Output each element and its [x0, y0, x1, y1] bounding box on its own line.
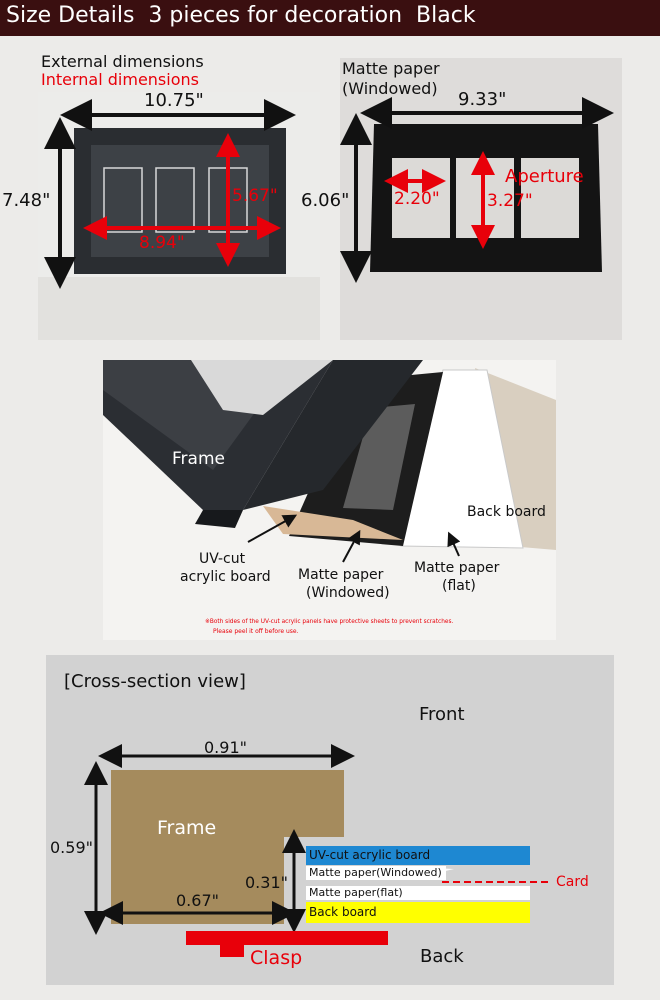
cross-section-title: [Cross-section view]: [64, 671, 246, 692]
inner-height-value: 0.31": [245, 873, 288, 892]
parts-photo: [103, 360, 556, 640]
internal-width-value: 8.94": [139, 233, 185, 253]
cross-frame-label: Frame: [157, 817, 217, 839]
parts-mat-flat-line2: (flat): [442, 578, 476, 594]
mat-title-line2: (Windowed): [342, 79, 438, 98]
layer-mat-windowed-label: Matte paper(Windowed): [309, 866, 442, 879]
layer-mat-flat-label: Matte paper(flat): [309, 886, 403, 899]
card-label: Card: [556, 874, 589, 890]
cross-section-drawing: [84, 744, 552, 957]
aperture-width-value: 2.20": [394, 189, 440, 209]
external-dimensions-label: External dimensions: [41, 52, 204, 71]
layer-back-board: Back board: [306, 902, 530, 923]
parts-acrylic-label-line1: UV-cut: [199, 551, 246, 567]
layer-acrylic: UV-cut acrylic board: [306, 846, 530, 865]
parts-note-line1: ※Both sides of the UV-cut acrylic panels…: [205, 619, 454, 625]
mat-title-line1: Matte paper: [342, 59, 440, 78]
layer-back-board-label: Back board: [309, 905, 377, 919]
parts-photo-drawing: [103, 360, 556, 640]
page-title: Size Details 3 pieces for decoration Bla…: [6, 3, 476, 28]
parts-frame-label: Frame: [172, 449, 225, 469]
frame-dimension-arrows: [44, 99, 296, 289]
internal-height-value: 5.67": [232, 186, 278, 206]
aperture-label: Aperture: [505, 166, 584, 187]
external-width-value: 10.75": [144, 90, 204, 111]
external-height-value: 7.48": [2, 190, 51, 211]
parts-mat-windowed-line2: (Windowed): [306, 585, 390, 601]
back-label: Back: [420, 946, 464, 967]
aperture-height-value: 3.27": [487, 191, 533, 211]
frame-height-value: 0.59": [50, 838, 93, 857]
inner-width-value: 0.67": [176, 891, 219, 910]
parts-mat-windowed-line1: Matte paper: [298, 567, 384, 583]
parts-pointer-arrows: [247, 514, 461, 563]
clasp-label: Clasp: [250, 947, 303, 969]
header-bar: [0, 0, 660, 36]
mat-height-value: 6.06": [301, 190, 350, 211]
layer-mat-windowed: Matte paper(Windowed): [306, 866, 446, 880]
front-label: Front: [419, 704, 465, 725]
layer-mat-flat: Matte paper(flat): [306, 886, 530, 900]
parts-back-board-label: Back board: [467, 504, 546, 520]
parts-acrylic-label-line2: acrylic board: [180, 569, 271, 585]
mat-dimension-arrows: [340, 97, 614, 283]
frame-width-value: 0.91": [204, 738, 247, 757]
parts-mat-flat-line1: Matte paper: [414, 560, 500, 576]
parts-note-line2: Please peel it off before use.: [213, 628, 299, 635]
internal-dimensions-label: Internal dimensions: [41, 70, 199, 89]
mat-width-value: 9.33": [458, 89, 507, 110]
layer-acrylic-label: UV-cut acrylic board: [309, 848, 431, 862]
